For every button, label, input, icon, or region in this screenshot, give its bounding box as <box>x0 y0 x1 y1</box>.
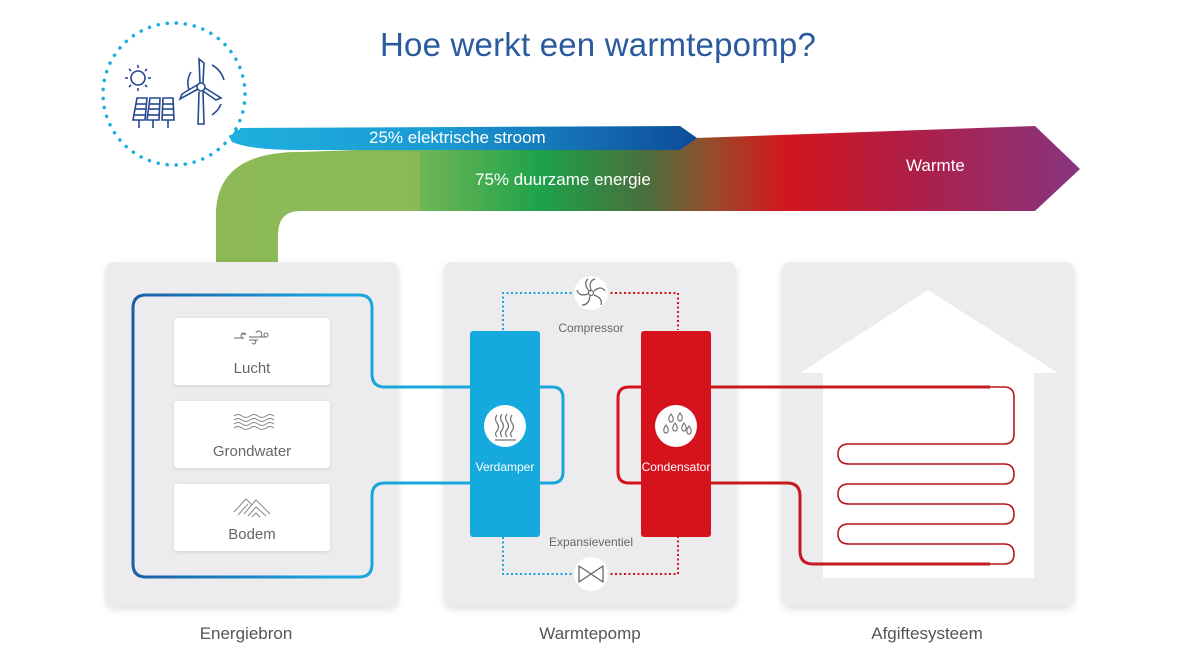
page-title: Hoe werkt een warmtepomp? <box>379 26 817 63</box>
house-icon <box>800 290 1058 578</box>
ground-layers-icon <box>233 498 271 518</box>
water-waves-icon <box>233 414 275 430</box>
wind-turbine-icon <box>178 57 225 125</box>
source-label: Lucht <box>233 360 271 377</box>
source-card-lucht[interactable]: Lucht <box>174 318 330 385</box>
steam-icon <box>484 405 526 447</box>
source-card-bodem[interactable]: Bodem <box>174 484 330 551</box>
renewable-energy-badge <box>100 20 250 170</box>
sun-icon <box>125 65 151 91</box>
evaporator-label: Verdamper <box>475 460 535 474</box>
source-card-grondwater[interactable]: Grondwater <box>174 401 330 468</box>
fan-icon <box>574 276 608 310</box>
compressor-label: Compressor <box>558 321 624 335</box>
solar-panel-icon <box>132 97 175 128</box>
renewable-flow-label: 75% duurzame energie <box>475 170 651 189</box>
panel-caption-afgiftesysteem: Afgiftesysteem <box>871 624 983 643</box>
condenser-label: Condensator <box>641 460 711 474</box>
wind-icon <box>234 330 269 345</box>
source-label: Bodem <box>228 526 276 543</box>
source-label: Grondwater <box>212 443 292 460</box>
panel-caption-energiebron: Energiebron <box>199 624 293 643</box>
expansion-valve-label: Expansieventiel <box>548 535 634 549</box>
heat-flow-label: Warmte <box>906 156 965 175</box>
valve-icon <box>574 557 608 591</box>
electric-flow-label: 25% elektrische stroom <box>369 128 546 147</box>
droplets-icon <box>655 405 697 447</box>
panel-caption-warmtepomp: Warmtepomp <box>539 624 641 643</box>
